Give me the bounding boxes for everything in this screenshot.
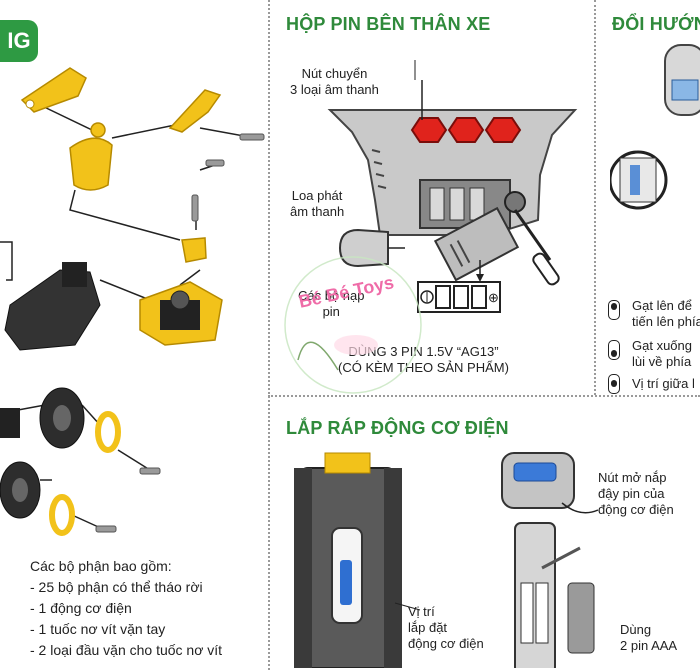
motor-position-label: Vị trí lắp đặt động cơ điện	[408, 604, 484, 651]
sound-button-label: Nút chuyển 3 loại âm thanh	[290, 66, 379, 97]
battery-box-illustration: ⊕	[327, 60, 578, 313]
motor-assembly-illustration	[294, 452, 599, 668]
divider-right	[594, 0, 596, 395]
parts-list-item: - 1 động cơ điện	[30, 600, 132, 616]
battery-note: DÙNG 3 PIN 1.5V “AG13” (CÓ KÈM THEO SẢN …	[338, 344, 509, 375]
divider-middle	[268, 395, 700, 397]
parts-exploded-illustration	[0, 67, 265, 536]
parts-list: Các bộ phận bao gồm: - 25 bộ phận có thể…	[30, 556, 222, 661]
divider-left	[268, 0, 270, 670]
svg-text:⊕: ⊕	[488, 290, 499, 305]
section-tag: IG	[0, 20, 38, 62]
toggle-down-icon	[608, 340, 620, 360]
open-button-label: Nút mở nắp đậy pin của động cơ điện	[598, 470, 674, 517]
direction-item-forward: Gạt lên để tiến lên phía	[632, 298, 700, 329]
direction-item-backward: Gạt xuống lùi về phía	[632, 338, 692, 369]
toggle-middle-icon	[608, 374, 620, 394]
battery-slot-label: Các bộ nạp pin	[298, 288, 365, 319]
direction-section-title: ĐỔI HƯỚNG	[612, 14, 700, 34]
toggle-up-icon	[608, 300, 620, 320]
parts-list-item: - 25 bộ phận có thể tháo rời	[30, 579, 203, 595]
parts-list-item: - 1 tuốc nơ vít vặn tay	[30, 621, 166, 637]
switch-illustration	[610, 44, 700, 210]
motor-section-title: LẮP RÁP ĐỘNG CƠ ĐIỆN	[286, 418, 509, 438]
direction-item-middle: Vị trí giữa l	[632, 376, 695, 391]
battery-section-title: HỘP PIN BÊN THÂN XE	[286, 14, 491, 34]
speaker-label: Loa phát âm thanh	[290, 188, 345, 219]
parts-list-item: - 2 loại đầu vặn cho tuốc nơ vít	[30, 642, 223, 658]
parts-list-title: Các bộ phận bao gồm:	[30, 558, 172, 574]
battery-type-label: Dùng 2 pin AAA	[620, 622, 678, 653]
watermark-logo	[284, 256, 422, 394]
